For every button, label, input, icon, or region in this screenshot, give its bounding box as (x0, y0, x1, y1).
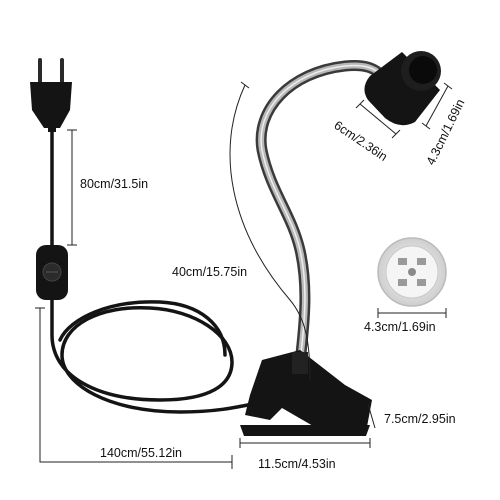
switch-icon (36, 245, 68, 300)
cord-length-label: 80cm/31.5in (80, 177, 149, 191)
total-cable-length-label: 140cm/55.12in (100, 446, 183, 460)
clip-height-label: 7.5cm/2.95in (384, 412, 456, 426)
clip-icon (240, 350, 372, 436)
clip-length-label: 11.5cm/4.53in (258, 457, 336, 471)
gooseneck-length-label: 40cm/15.75in (172, 265, 248, 279)
plug-icon (30, 58, 72, 132)
socket-face-icon (377, 237, 447, 307)
gooseneck (255, 60, 388, 368)
dimension-lines (35, 81, 453, 469)
socket-housing (364, 51, 441, 126)
socket-face-diameter-label: 4.3cm/1.69in (364, 320, 436, 334)
